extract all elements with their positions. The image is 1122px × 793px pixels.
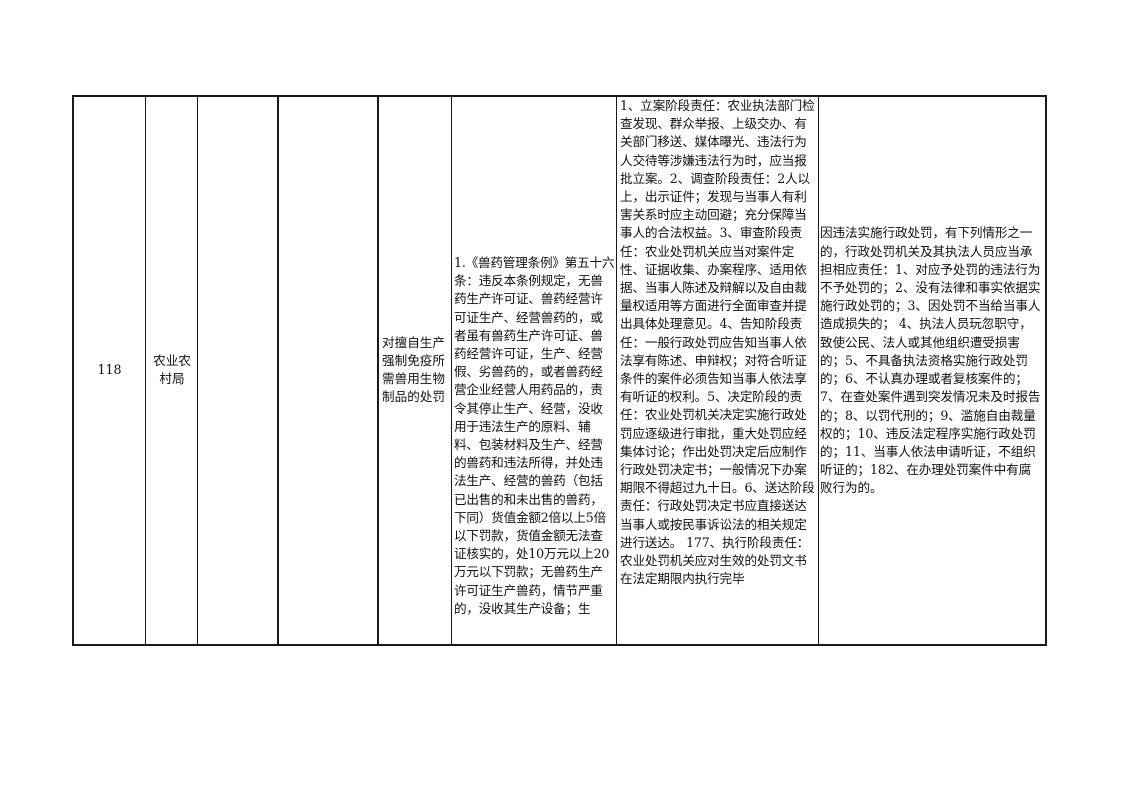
column-border — [197, 95, 198, 646]
table-top-border — [72, 95, 1046, 97]
item-name-cell: 对擅自生产强制免疫所需兽用生物制品的处罚 — [380, 97, 450, 643]
agency-cell: 农业农村局 — [152, 97, 192, 643]
legal-basis-cell: 1.《兽药管理条例》第五十六条：违反本条例规定，无兽药生产许可证、兽药经营许可证… — [453, 254, 615, 643]
legal-basis-text: 1.《兽药管理条例》第五十六条：违反本条例规定，无兽药生产许可证、兽药经营许可证… — [454, 255, 615, 616]
column-border — [277, 95, 279, 646]
column-border — [451, 95, 452, 646]
responsibility-cell: 1、立案阶段责任：农业执法部门检查发现、群众举报、上级交办、有关部门移送、媒体曝… — [619, 97, 817, 643]
column-border — [377, 95, 379, 646]
table-bottom-border — [72, 644, 1046, 646]
row-number-text: 118 — [97, 361, 122, 377]
responsibility-text: 1、立案阶段责任：农业执法部门检查发现、群众举报、上级交办、有关部门移送、媒体曝… — [620, 98, 815, 587]
column-border — [1045, 95, 1047, 646]
agency-text: 农业农村局 — [153, 352, 191, 386]
column-border — [145, 95, 146, 646]
column-border — [616, 95, 617, 646]
accountability-cell: 因违法实施行政处罚，有下列情形之一的，行政处罚机关及其执法人员应当承担相应责任：… — [820, 97, 1044, 643]
accountability-text: 因违法实施行政处罚，有下列情形之一的，行政处罚机关及其执法人员应当承担相应责任：… — [820, 225, 1041, 496]
row-number: 118 — [74, 97, 145, 643]
item-name-text: 对擅自生产强制免疫所需兽用生物制品的处罚 — [382, 334, 445, 405]
column-border — [72, 95, 74, 646]
column-border — [818, 95, 819, 646]
